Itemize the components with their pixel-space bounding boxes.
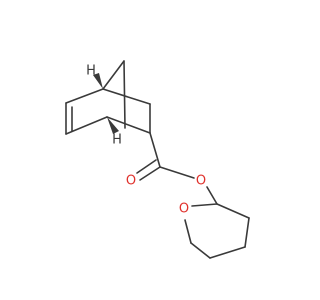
bond-c1-c2: [65, 88, 104, 104]
bond-thp-c3-c4: [244, 217, 250, 248]
structure-diagram: H H O O O: [65, 60, 250, 259]
bond-c3-c4: [65, 116, 108, 135]
bond-carbonyl-double-inner: [136, 159, 157, 174]
ring-oxygen-label: O: [179, 202, 189, 217]
bond-thp-c2-c3: [216, 203, 250, 219]
bond-c7-c4: [123, 60, 126, 129]
bond-c5-c4: [106, 116, 151, 134]
bond-c1-c7: [102, 60, 125, 90]
bridgehead-h-bottom-label: H: [112, 133, 122, 148]
bond-thp-c4-c5: [209, 246, 246, 259]
carbonyl-oxygen-label: O: [126, 174, 136, 189]
molecule-canvas: H H O O O: [65, 60, 250, 259]
bridgehead-h-top-label: H: [86, 64, 96, 79]
bond-c1-c6: [102, 88, 151, 105]
wedge-bond-bottom-h: [107, 117, 119, 134]
wedge-bond-top-h: [93, 73, 103, 89]
bond-c5-carbonyl-c: [149, 132, 161, 168]
bond-carbonyl-double-outer: [139, 166, 161, 181]
bond-thp-c6-o: [184, 219, 192, 244]
bond-thp-c5-c6: [190, 242, 211, 259]
bond-thp-o-c2: [191, 203, 218, 207]
ester-oxygen-label: O: [196, 174, 206, 189]
bond-carbonyl-c-ester-o: [159, 166, 195, 179]
bond-ester-o-thp-c2: [206, 186, 218, 205]
